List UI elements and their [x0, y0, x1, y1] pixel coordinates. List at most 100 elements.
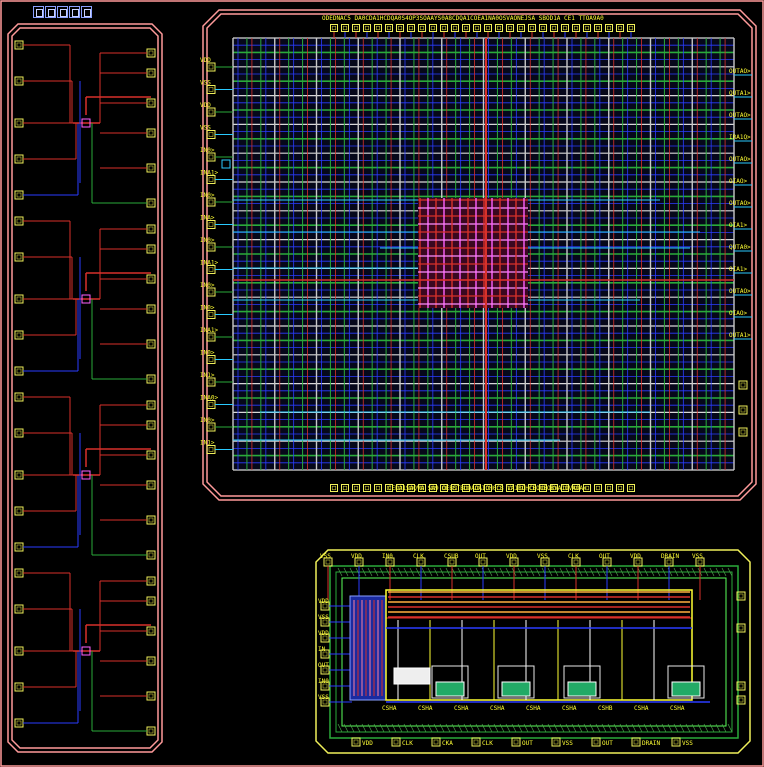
pad-inner: [562, 485, 568, 491]
square-pad-icon: [146, 550, 156, 560]
guard-hatch: [595, 723, 601, 733]
guard-hatch: [427, 567, 433, 577]
pad-inner: [16, 296, 22, 302]
pad-inner: [148, 728, 154, 734]
pad-outline: [146, 576, 156, 586]
square-pad-icon: [431, 737, 441, 747]
tool-button-4[interactable]: [69, 6, 80, 18]
square-pad-icon: [391, 737, 401, 747]
via-crosshair-icon: [221, 159, 231, 169]
right-pin-label: IRA1Q>: [729, 134, 751, 141]
guard-hatch: [355, 723, 361, 733]
pad-outline: [561, 484, 569, 492]
pad-inner: [16, 394, 22, 400]
pad-outline: [146, 244, 156, 254]
clock-tree-cell[interactable]: [7, 23, 163, 753]
pad-outline: [206, 400, 216, 409]
tool-button-3[interactable]: [57, 6, 68, 18]
pad-inner: [606, 25, 612, 31]
pad-outline: [146, 304, 156, 314]
pad-outline: [330, 24, 338, 32]
square-pad-icon: [146, 420, 156, 430]
pad-inner: [595, 485, 601, 491]
pad-outline: [14, 506, 24, 516]
square-pad-icon: [528, 484, 536, 492]
square-pad-icon: [550, 484, 558, 492]
tool-button-2[interactable]: [45, 6, 56, 18]
square-pad-icon: [396, 484, 404, 492]
guard-hatch: [655, 567, 661, 577]
top-pin-label: VSS: [537, 553, 548, 560]
guard-hatch: [469, 567, 475, 577]
pad-outline: [341, 484, 349, 492]
guard-hatch: [487, 567, 493, 577]
guard-hatch: [415, 723, 421, 733]
pad-outline: [14, 330, 24, 340]
square-pad-icon: [206, 130, 216, 139]
top-pin-label: IN0: [382, 553, 393, 560]
pad-outline: [738, 380, 748, 390]
square-pad-icon: [594, 24, 602, 32]
pad-inner: [393, 739, 399, 745]
pad-inner: [148, 130, 154, 136]
pad-inner: [518, 25, 524, 31]
guard-hatch: [403, 567, 409, 577]
pad-outline: [528, 24, 536, 32]
pad-outline: [146, 515, 156, 525]
pad-outline: [206, 220, 216, 229]
tool-button-5[interactable]: [81, 6, 92, 18]
pad-outline: [572, 24, 580, 32]
square-pad-icon: [418, 484, 426, 492]
pad-inner: [16, 606, 22, 612]
left-pin-label: INA1>: [200, 260, 218, 267]
pad-inner: [562, 25, 568, 31]
left-pin-label: IN0>: [200, 147, 215, 154]
routed-core-array[interactable]: ODEDNAC5 DA0CDA1HCDQA0S4OP3SOAAYS0A8CDQA…: [200, 9, 757, 501]
pad-inner: [148, 598, 154, 604]
square-pad-icon: [539, 24, 547, 32]
bottom-net-label: CSHA: [490, 705, 505, 712]
pad-inner: [573, 25, 579, 31]
pad-inner: [496, 485, 502, 491]
pad-inner: [584, 25, 590, 31]
pad-outline: [206, 62, 216, 72]
pad-inner: [408, 25, 414, 31]
pad-inner: [353, 25, 359, 31]
guard-hatch: [361, 567, 367, 577]
square-pad-icon: [407, 484, 415, 492]
square-pad-icon: [572, 484, 580, 492]
pad-outline: [550, 24, 558, 32]
square-pad-icon: [206, 175, 216, 184]
square-pad-icon: [484, 24, 492, 32]
pad-inner: [364, 485, 370, 491]
pad-inner: [16, 78, 22, 84]
pad-inner: [16, 720, 22, 726]
square-pad-icon: [506, 484, 514, 492]
pad-inner: [342, 485, 348, 491]
pad-outline: [736, 681, 746, 691]
guard-hatch: [367, 567, 373, 577]
pad-inner: [485, 485, 491, 491]
right-pin-label: OIA1>: [729, 266, 747, 273]
bottom-net-label: CSHA: [526, 705, 541, 712]
pad-inner: [441, 25, 447, 31]
guard-hatch: [433, 723, 439, 733]
square-pad-icon: [631, 737, 641, 747]
pad-inner: [16, 120, 22, 126]
square-pad-icon: [206, 377, 216, 387]
square-pad-icon: [471, 737, 481, 747]
guard-hatch: [517, 567, 523, 577]
pad-outline: [484, 484, 492, 492]
guard-hatch: [337, 723, 343, 733]
pad-outline: [591, 737, 601, 747]
pad-inner: [208, 244, 214, 250]
pad-outline: [631, 737, 641, 747]
pad-inner: [452, 485, 458, 491]
left-pin-label: INA0>: [200, 395, 218, 402]
guard-hatch: [337, 567, 343, 577]
top-pin-label: CLK: [413, 553, 424, 560]
pad-inner: [353, 485, 359, 491]
tool-button-1[interactable]: [33, 6, 44, 18]
